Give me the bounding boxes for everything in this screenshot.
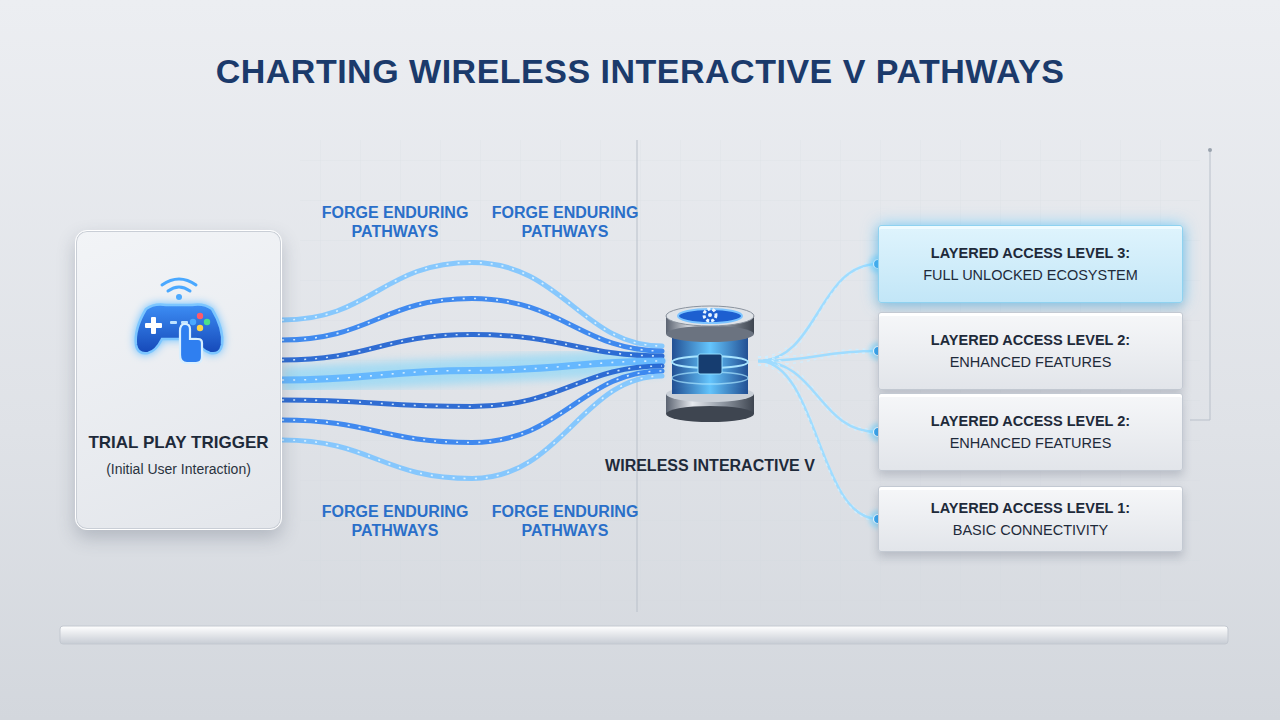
flow-connector	[758, 357, 887, 528]
light-stream	[758, 262, 878, 357]
node-subtext: FULL UNLOCKED ECOSYSTEM	[923, 267, 1138, 283]
pathway-label: FORGE ENDURING PATHWAYS	[480, 203, 650, 241]
node-subtext: (Initial User Interaction)	[106, 461, 251, 477]
light-stream	[758, 266, 878, 365]
node-heading: LAYERED ACCESS LEVEL 2:	[931, 332, 1130, 348]
trigger-box: TRIAL PLAY TRIGGER (Initial User Interact…	[75, 230, 282, 530]
guide-line	[1210, 150, 1211, 420]
light-stream	[758, 365, 878, 434]
light-stream	[758, 351, 878, 361]
guide-line	[1190, 420, 1210, 421]
node-heading: LAYERED ACCESS LEVEL 2:	[931, 413, 1130, 429]
flow-particles	[282, 361, 662, 380]
flow-strand	[282, 335, 662, 361]
pathway-label: FORGE ENDURING PATHWAYS	[310, 203, 480, 241]
guide-dot	[1208, 148, 1212, 152]
node-heading: TRIAL PLAY TRIGGER	[88, 433, 268, 453]
pathway-label: FORGE ENDURING PATHWAYS	[480, 502, 650, 540]
access-level-box: LAYERED ACCESS LEVEL 1: BASIC CONNECTIVIT…	[878, 486, 1183, 552]
flow-connector	[758, 357, 887, 441]
flow-strand	[282, 376, 662, 479]
flow-particles	[282, 376, 662, 479]
node-subtext: BASIC CONNECTIVITY	[953, 522, 1109, 538]
pathway-label: FORGE ENDURING PATHWAYS	[310, 502, 480, 540]
node-heading: LAYERED ACCESS LEVEL 1:	[931, 500, 1130, 516]
light-stream	[758, 361, 878, 432]
flow-particles	[282, 335, 662, 361]
flow-connector	[758, 255, 887, 365]
flow-particles	[282, 371, 662, 443]
light-stream	[758, 264, 878, 361]
flow-glow	[282, 361, 662, 380]
node-subtext: ENHANCED FEATURES	[950, 435, 1112, 451]
flow-connector	[758, 342, 887, 365]
device-cylinder: WIRELESS INTERACTIVE V	[662, 298, 758, 424]
flow-connector	[282, 263, 662, 479]
flow-strand	[282, 371, 662, 443]
diagram-title: CHARTING WIRELESS INTERACTIVE V PATHWAYS	[0, 52, 1280, 91]
flow-strand	[282, 361, 662, 380]
access-level-box: LAYERED ACCESS LEVEL 2: ENHANCED FEATURES	[878, 393, 1183, 471]
node-subtext: ENHANCED FEATURES	[950, 354, 1112, 370]
node-heading: LAYERED ACCESS LEVEL 3:	[931, 245, 1130, 261]
light-stream	[758, 365, 878, 521]
light-stream	[758, 361, 878, 519]
flow-particles	[282, 299, 662, 352]
gamepad-icon	[124, 269, 234, 369]
node-heading: WIRELESS INTERACTIVE V	[600, 456, 820, 477]
base-platform	[60, 626, 1228, 644]
flow-strand	[282, 299, 662, 352]
access-level-box: LAYERED ACCESS LEVEL 2: ENHANCED FEATURES	[878, 312, 1183, 390]
cylinder-illustration	[662, 298, 758, 424]
access-level-box: LAYERED ACCESS LEVEL 3: FULL UNLOCKED ECO…	[878, 225, 1183, 303]
